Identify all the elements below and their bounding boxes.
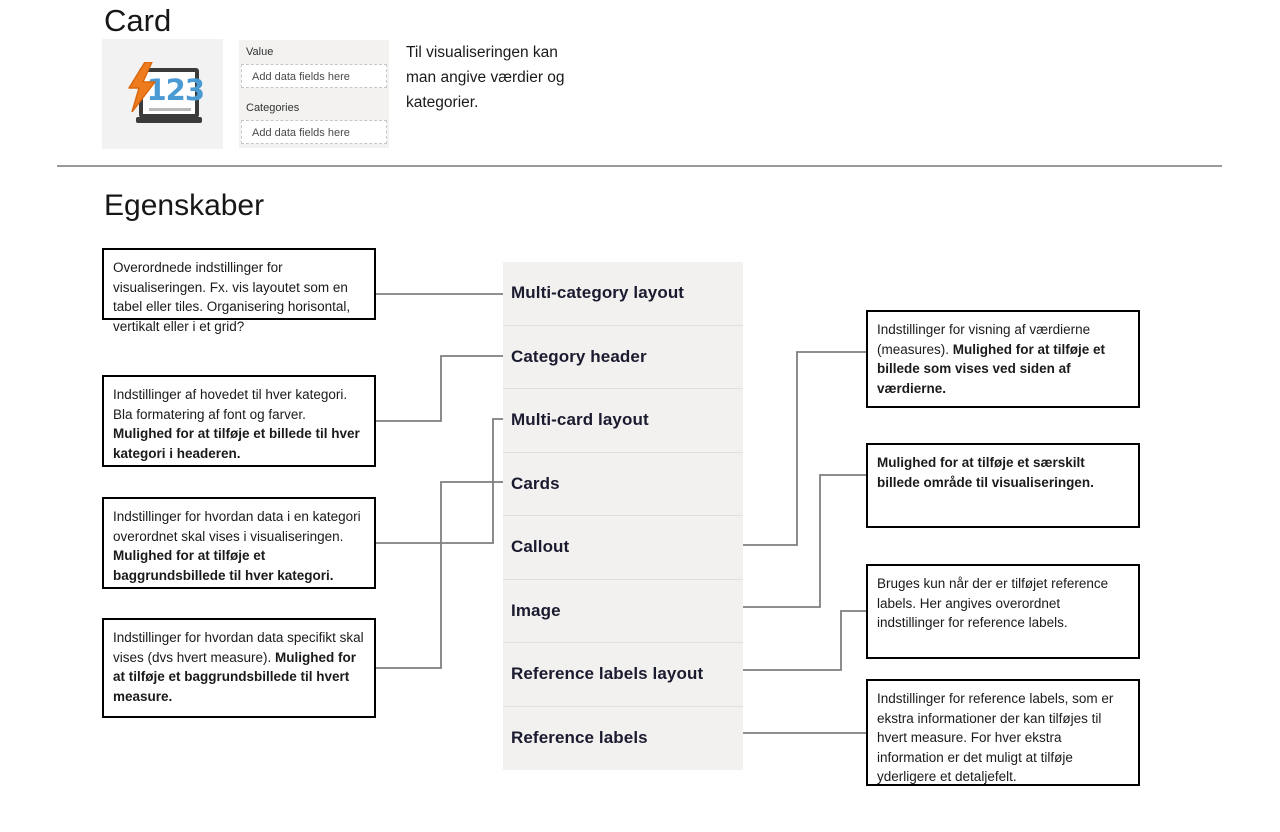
property-label: Reference labels	[511, 728, 648, 748]
card-visual-icon-thumbnail: 123	[102, 39, 223, 149]
field-dropzone-value[interactable]: Add data fields here	[241, 64, 387, 88]
property-label: Image	[511, 600, 561, 620]
annotation-overall-settings: Overordnede indstillinger for visualiser…	[102, 248, 376, 334]
field-bucket-title-value: Value	[239, 40, 389, 64]
annotation-text-bold: Mulighed for at tilføje et baggrundsbill…	[113, 548, 334, 583]
card-underline-shape	[148, 108, 191, 111]
annotation-text-normal: Bruges kun når der er tilføjet reference…	[877, 576, 1109, 630]
property-row-callout[interactable]: Callout	[503, 516, 743, 580]
property-row-cards[interactable]: Cards	[503, 453, 743, 516]
annotation-text-normal: Overordnede indstillinger for visualiser…	[113, 260, 351, 334]
annotation-multi-card-layout: Indstillinger for hvordan data i en kate…	[102, 497, 376, 589]
annotation-text-bold: Mulighed for at tilføje et baggrundsbill…	[113, 649, 357, 704]
property-label: Multi-card layout	[511, 410, 649, 430]
page-title: Card	[104, 3, 172, 38]
annotation-image: Mulighed for at tilføje et særskilt bill…	[866, 443, 1140, 528]
card-digits-label: 123	[146, 73, 206, 107]
connector-category-header	[376, 355, 503, 422]
connector-multi-card-layout	[376, 418, 503, 544]
annotation-cards: Indstillinger for hvordan data specifikt…	[102, 618, 376, 718]
annotation-text-bold: Mulighed for at tilføje et billede som v…	[877, 341, 1106, 396]
connector-reference-labels-layout	[743, 610, 866, 671]
annotation-text-bold: Mulighed for at tilføje et billede til h…	[113, 426, 360, 461]
annotation-text-normal: Indstillinger for visning af værdierne (…	[877, 322, 1091, 357]
intro-description-text: Til visualiseringen kan man angive værdi…	[406, 44, 565, 111]
property-label: Category header	[511, 346, 647, 366]
property-row-category-header[interactable]: Category header	[503, 326, 743, 389]
property-row-image[interactable]: Image	[503, 580, 743, 643]
card-base-shape	[135, 117, 202, 123]
section-title: Egenskaber	[104, 189, 265, 222]
field-bucket-title-categories: Categories	[239, 96, 389, 120]
lightning-bolt-icon	[127, 62, 156, 112]
annotation-callout-values: Indstillinger for visning af værdierne (…	[866, 310, 1140, 408]
property-row-multi-category-layout[interactable]: Multi-category layout	[503, 262, 743, 326]
connector-values	[743, 351, 866, 546]
card-visual-icon: 123	[125, 62, 205, 126]
property-label: Callout	[511, 537, 570, 557]
property-list-panel: Multi-category layout Category header Mu…	[503, 262, 743, 770]
property-row-multi-card-layout[interactable]: Multi-card layout	[503, 389, 743, 453]
annotation-text-normal: Indstillinger for hvordan data i en kate…	[113, 509, 361, 544]
annotation-text-normal: Indstillinger af hovedet til hver katego…	[113, 387, 348, 422]
property-label: Cards	[511, 473, 560, 493]
connector-image	[743, 474, 866, 608]
annotation-text-normal: Indstillinger for reference labels, som …	[877, 691, 1114, 784]
connector-cards	[376, 481, 503, 669]
property-row-reference-labels-layout[interactable]: Reference labels layout	[503, 643, 743, 707]
data-fields-pane: Value Add data fields here Categories Ad…	[239, 40, 389, 148]
property-label: Multi-category layout	[511, 283, 685, 303]
field-dropzone-categories[interactable]: Add data fields here	[241, 120, 387, 144]
property-label: Reference labels layout	[511, 664, 704, 684]
annotation-reference-labels: Indstillinger for reference labels, som …	[866, 679, 1140, 786]
annotation-category-header: Indstillinger af hovedet til hver katego…	[102, 375, 376, 467]
annotation-reference-labels-layout: Bruges kun når der er tilføjet reference…	[866, 564, 1140, 659]
annotation-text-normal: Indstillinger for hvordan data specifikt…	[113, 630, 364, 665]
section-divider	[57, 165, 1222, 167]
property-row-reference-labels[interactable]: Reference labels	[503, 707, 743, 771]
annotation-text-bold: Mulighed for at tilføje et særskilt bill…	[877, 455, 1094, 490]
